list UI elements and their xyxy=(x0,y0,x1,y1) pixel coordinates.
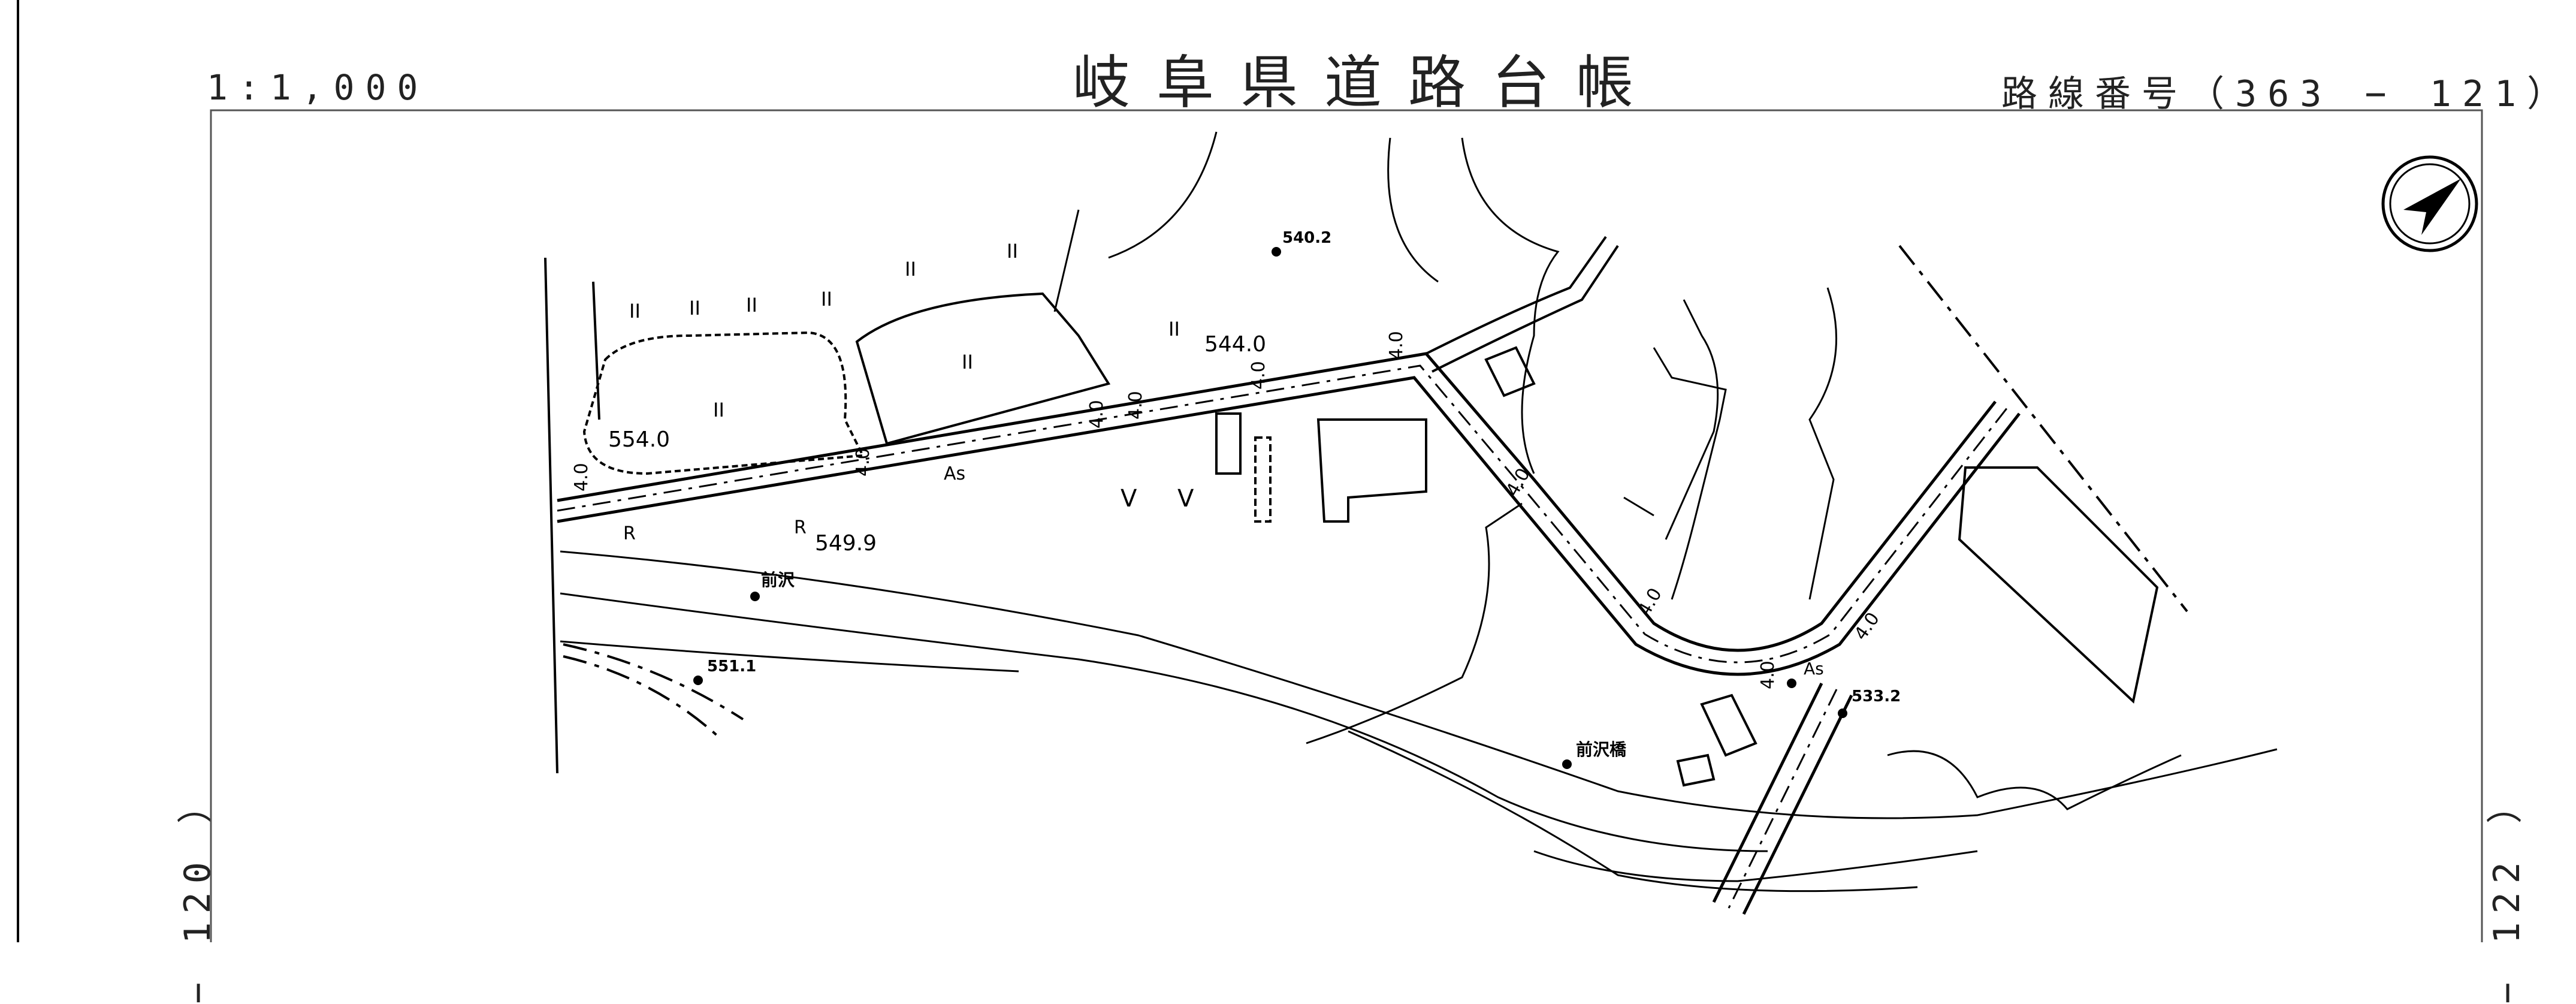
land-use-paddy: II xyxy=(689,297,700,319)
bridge-maezawa xyxy=(1712,682,1853,915)
paddy-parcels xyxy=(544,257,1111,774)
map-title: 岐阜県道路台帳 xyxy=(1073,49,1660,116)
road-width-label: 4.0 xyxy=(1634,584,1666,620)
elev-label-544: 544.0 xyxy=(1204,332,1266,357)
land-use-field: V xyxy=(1177,485,1194,512)
boundary-lines xyxy=(563,245,2188,738)
road-width-label: 4.0 xyxy=(571,463,592,492)
route-number: 路線番号（363 − 121） xyxy=(2001,73,2574,115)
main-road xyxy=(557,352,2021,676)
elev-label-551: 551.1 xyxy=(707,658,756,676)
land-use-paddy: II xyxy=(629,300,641,322)
land-use-paddy: II xyxy=(713,399,724,421)
branch-road-ne xyxy=(1426,236,1619,373)
road-ledger-map: 554.0 549.9 544.0 540.2 551.1 533.2 前沢 前… xyxy=(17,0,2483,942)
road-width-label: 4.0 xyxy=(1086,400,1107,429)
road-width-label: 4.0 xyxy=(853,448,874,477)
surface-label-as: As xyxy=(944,463,965,484)
elevation-points xyxy=(693,247,1847,769)
surface-label-as: As xyxy=(1804,659,1824,679)
land-use-paddy: II xyxy=(905,258,916,281)
land-use-field: V xyxy=(1121,485,1137,512)
land-use-paddy: II xyxy=(746,294,757,316)
road-width-label: 4.0 xyxy=(1248,361,1269,390)
elev-label-554: 554.0 xyxy=(608,427,670,452)
elev-label-533: 533.2 xyxy=(1852,688,1901,705)
road-width-label: 4.0 xyxy=(1757,661,1778,689)
buildings xyxy=(1215,346,2159,787)
road-width-label: 4.0 xyxy=(1850,608,1884,644)
land-use-paddy: II xyxy=(1168,318,1180,340)
place-label-maezawa-bridge: 前沢橋 xyxy=(1576,740,1627,759)
land-use-paddy: II xyxy=(1007,240,1018,263)
elev-label-549: 549.9 xyxy=(815,531,877,556)
marker-label-r: R xyxy=(623,523,636,544)
river-banks xyxy=(560,550,2278,893)
elev-label-540: 540.2 xyxy=(1282,229,1331,247)
road-width-label: 4.0 xyxy=(1386,331,1407,360)
marker-label-r: R xyxy=(794,517,807,538)
map-frame xyxy=(210,109,2483,942)
place-label-maezawa: 前沢 xyxy=(761,570,795,590)
road-width-label: 4.0 xyxy=(1125,391,1146,420)
north-arrow-icon xyxy=(2381,155,2478,252)
map-labels: 554.0 549.9 544.0 540.2 551.1 533.2 前沢 前… xyxy=(571,229,1901,759)
land-use-paddy: II xyxy=(821,288,832,310)
slopes xyxy=(1053,131,2182,810)
map-scale: 1:1,000 xyxy=(207,67,429,108)
land-use-paddy: II xyxy=(962,351,973,373)
